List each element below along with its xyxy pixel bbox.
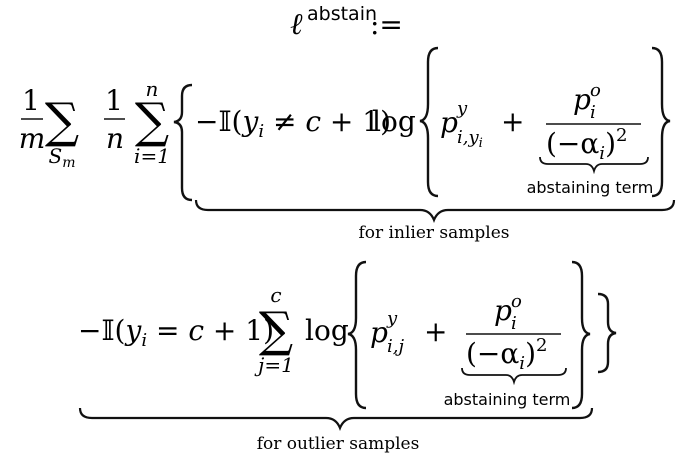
sum-i-symbol: ∑ bbox=[135, 93, 169, 149]
inner-frac-num: 1 bbox=[105, 84, 123, 117]
sum-sm-symbol: ∑ bbox=[45, 93, 79, 149]
abs-den-2: (−αi)2 bbox=[466, 335, 547, 374]
inner-right-brace-1 bbox=[651, 46, 671, 198]
ell-symbol: ℓ bbox=[290, 7, 303, 42]
abstain-underbrace-2 bbox=[461, 367, 567, 386]
outlier-underbrace bbox=[78, 407, 594, 431]
p-sub-2: i,j bbox=[387, 336, 404, 357]
outer-right-brace bbox=[597, 292, 617, 374]
line-1: 1 m ∑ Sm 1 n n ∑ i=1 −𝕀(yi ≠ c + 1) log … bbox=[19, 46, 676, 243]
abs-num-base-1: p bbox=[573, 83, 591, 116]
sum-sm-sub: Sm bbox=[49, 144, 76, 171]
line-2: −𝕀(yi = c + 1) c ∑ j=1 log p y i,j + p o… bbox=[78, 260, 617, 454]
inlier-label: for inlier samples bbox=[359, 223, 510, 243]
abs-num-sub-1: i bbox=[590, 102, 596, 123]
p-base-1: p bbox=[440, 106, 458, 139]
abs-num-sup-1: o bbox=[590, 80, 601, 101]
log-1: log bbox=[372, 105, 416, 138]
sum-i-lower: i=1 bbox=[134, 144, 170, 168]
sum-j-upper: c bbox=[270, 283, 281, 307]
abstain-label-1: abstaining term bbox=[527, 178, 654, 197]
inner-right-brace-2 bbox=[571, 260, 591, 410]
lhs: ℓ abstain := bbox=[290, 3, 403, 42]
indicator-2: −𝕀(yi = c + 1) bbox=[78, 314, 274, 351]
outlier-label: for outlier samples bbox=[257, 434, 420, 454]
inner-left-brace-2 bbox=[347, 260, 367, 410]
abs-num-sub-2: i bbox=[511, 313, 517, 334]
sum-j-lower: j=1 bbox=[254, 353, 294, 377]
abstain-superscript: abstain bbox=[307, 3, 377, 25]
p-sub-1: i,yi bbox=[457, 127, 483, 151]
abs-den-1: (−αi)2 bbox=[546, 125, 627, 164]
abs-num-sup-2: o bbox=[511, 291, 522, 312]
abstain-label-2: abstaining term bbox=[444, 390, 571, 409]
plus-1: + bbox=[501, 105, 524, 138]
sum-j-symbol: ∑ bbox=[259, 302, 293, 358]
plus-2: + bbox=[424, 315, 447, 348]
log-2: log bbox=[305, 314, 349, 347]
abstain-underbrace-1 bbox=[539, 156, 649, 175]
p-sup-2: y bbox=[386, 308, 398, 329]
inlier-underbrace bbox=[194, 199, 676, 223]
outer-frac-num: 1 bbox=[22, 84, 40, 117]
outer-left-brace bbox=[173, 83, 193, 202]
inner-left-brace-1 bbox=[419, 46, 439, 198]
assign-operator: := bbox=[370, 8, 403, 41]
outer-frac-den: m bbox=[19, 122, 46, 155]
sum-i-upper: n bbox=[146, 77, 159, 101]
inner-frac-den: n bbox=[106, 122, 124, 155]
p-base-2: p bbox=[370, 316, 388, 349]
p-sup-1: y bbox=[456, 98, 468, 119]
abs-num-base-2: p bbox=[494, 294, 512, 327]
indicator-1: −𝕀(yi ≠ c + 1) bbox=[195, 105, 391, 142]
